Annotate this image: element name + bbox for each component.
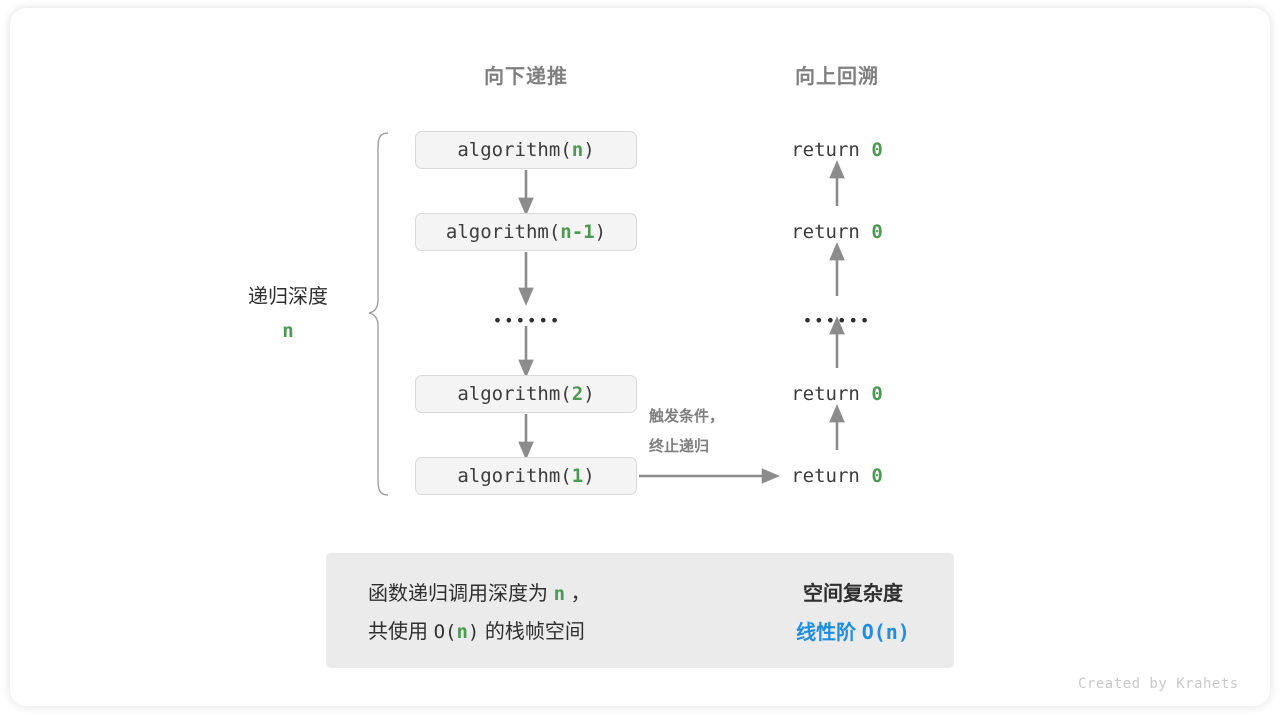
footer-credit: Created by Krahets (1078, 676, 1239, 692)
call-box-arg: n-1 (560, 221, 595, 243)
call-box-close: ) (583, 465, 595, 487)
space-complexity-title: 空间复杂度 (803, 583, 903, 605)
call-box-algorithm-n: algorithm(n) (415, 131, 637, 169)
summary-line1-var: n (553, 583, 566, 605)
termination-note-line2: 终止递归 (649, 438, 710, 455)
summary-description: 函数递归调用深度为 n ， 共使用 O(n) 的栈帧空间 (368, 575, 591, 651)
summary-line2-var: n (456, 621, 468, 643)
call-box-algorithm-n-minus-1: algorithm(n-1) (415, 213, 637, 251)
recursion-depth-text: 递归深度 (248, 286, 328, 308)
summary-line1-post: ， (565, 583, 591, 605)
return-label-base: return 0 (791, 465, 883, 487)
column-header-backtrack-up: 向上回溯 (795, 66, 879, 88)
ellipsis-up-column: •••••• (802, 311, 872, 330)
return-keyword: return (791, 383, 872, 405)
call-box-algorithm-1: algorithm(1) (415, 457, 637, 495)
termination-note-line1: 触发条件， (649, 408, 725, 425)
complexity-summary-panel: 函数递归调用深度为 n ， 共使用 O(n) 的栈帧空间 空间复杂度 线性阶 O… (326, 553, 954, 668)
call-box-arg: 2 (571, 383, 584, 405)
return-keyword: return (791, 221, 872, 243)
return-value: 0 (871, 465, 883, 487)
return-label-second: return 0 (791, 221, 883, 243)
call-box-close: ) (594, 221, 607, 243)
call-box-name: algorithm( (445, 221, 561, 243)
summary-line2-post: 的栈帧空间 (479, 621, 585, 643)
column-header-recursion-down: 向下递推 (484, 66, 568, 88)
space-complexity-value: 线性阶 O(n) (778, 613, 928, 652)
call-box-name: algorithm( (457, 139, 572, 161)
summary-line2-mono-open: O( (433, 621, 457, 643)
return-label-third: return 0 (791, 383, 883, 405)
termination-condition-note: 触发条件， 终止递归 (649, 402, 724, 462)
complexity-order-text: 线性阶 (796, 622, 862, 644)
summary-line-1: 函数递归调用深度为 n ， (368, 575, 591, 613)
recursion-depth-value: n (282, 320, 294, 342)
return-label-top: return 0 (791, 139, 883, 161)
call-box-algorithm-2: algorithm(2) (415, 375, 637, 413)
call-box-close: ) (583, 139, 595, 161)
summary-line1-pre: 函数递归调用深度为 (368, 583, 554, 605)
return-value: 0 (871, 221, 883, 243)
ellipsis-down-column: •••••• (492, 311, 562, 330)
return-value: 0 (871, 383, 883, 405)
call-box-arg: 1 (571, 465, 584, 487)
return-value: 0 (871, 139, 883, 161)
summary-conclusion: 空间复杂度 线性阶 O(n) (778, 575, 928, 652)
summary-line2-pre: 共使用 (368, 621, 434, 643)
return-keyword: return (791, 139, 872, 161)
return-keyword: return (791, 465, 872, 487)
summary-line-2: 共使用 O(n) 的栈帧空间 (368, 613, 591, 651)
recursion-depth-label: 递归深度 n (248, 282, 328, 346)
summary-line2-mono-close: ) (467, 621, 480, 643)
call-box-arg: n (571, 139, 584, 161)
call-box-name: algorithm( (457, 383, 572, 405)
call-box-name: algorithm( (457, 465, 572, 487)
call-box-close: ) (583, 383, 595, 405)
complexity-order-notation: O(n) (861, 620, 910, 644)
